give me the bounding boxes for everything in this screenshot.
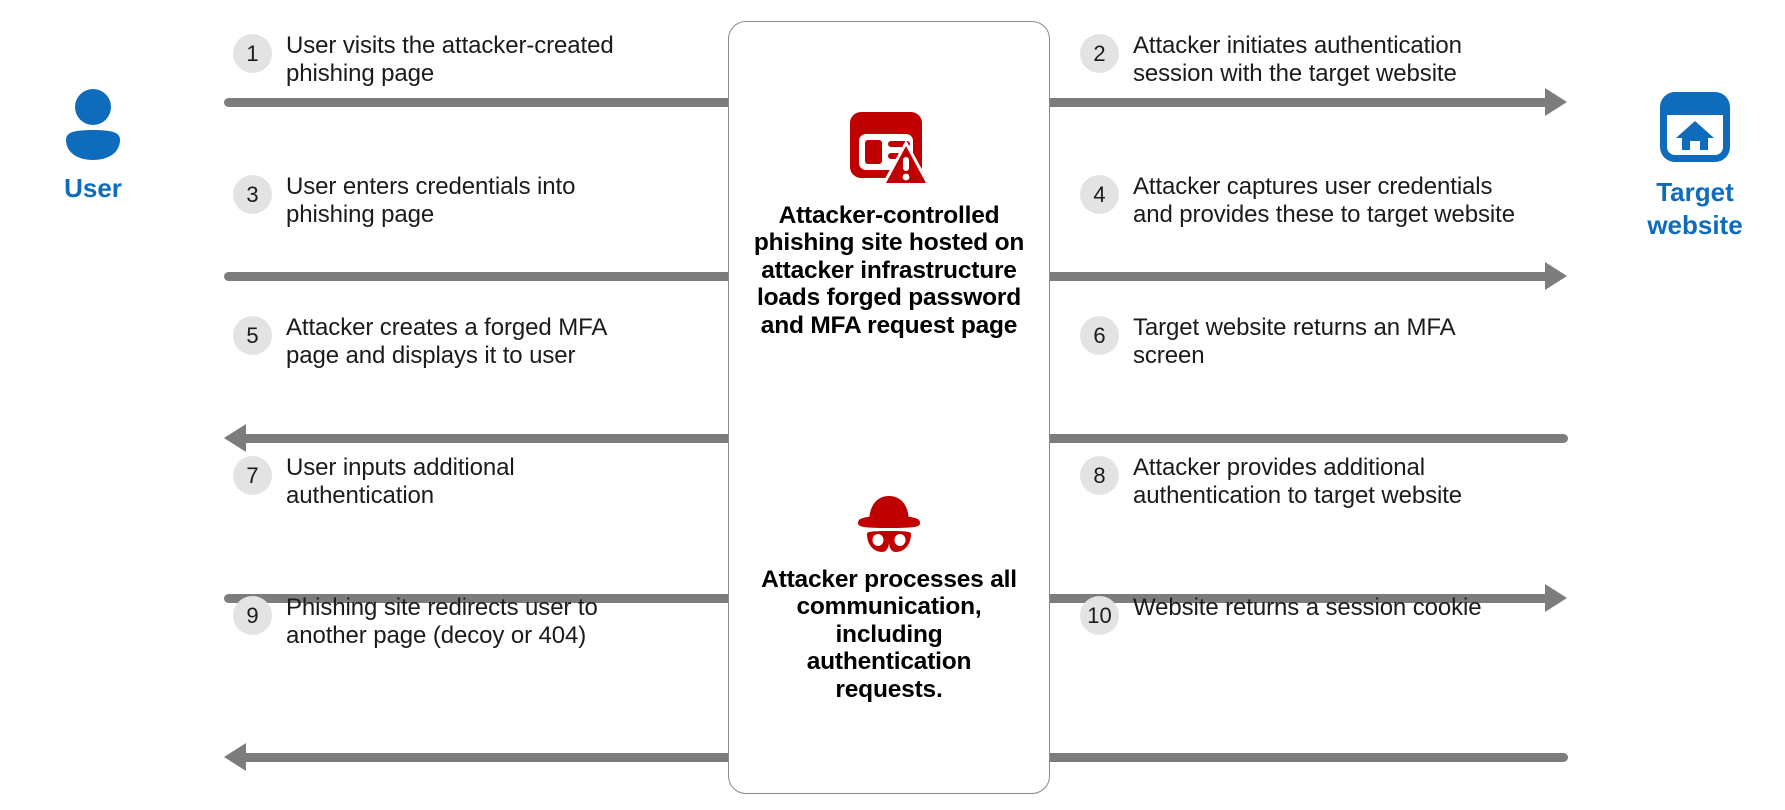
step-10: 10 Website returns a session cookie: [1080, 594, 1510, 635]
step-4-text: Attacker captures user credentials and p…: [1133, 173, 1515, 229]
step-7-badge: 7: [233, 456, 272, 495]
step-9: 9 Phishing site redirects user to anothe…: [233, 594, 653, 651]
step-1: 1 User visits the attacker-created phish…: [233, 32, 653, 89]
center-block-phishing-site-text: Attacker-controlled phishing site hosted…: [753, 202, 1025, 339]
actor-user: User: [3, 88, 183, 205]
arrow-step-9-head: [224, 743, 246, 771]
arrow-step-8-head: [1545, 584, 1567, 612]
step-5: 5 Attacker creates a forged MFA page and…: [233, 314, 653, 371]
attacker-center-panel: Attacker-controlled phishing site hosted…: [728, 21, 1050, 794]
step-5-text: Attacker creates a forged MFA page and d…: [286, 314, 606, 370]
center-block-attacker-proxy-text: Attacker processes all communication, in…: [761, 566, 1017, 703]
actor-target-label: Target website: [1605, 176, 1785, 241]
step-1-text: User visits the attacker-created phishin…: [286, 32, 614, 88]
arrow-step-1: [224, 98, 734, 107]
step-2-text: Attacker initiates authentication sessio…: [1133, 32, 1462, 88]
step-6-text: Target website returns an MFA screen: [1133, 314, 1455, 370]
step-3-text: User enters credentials into phishing pa…: [286, 173, 576, 229]
arrow-step-2: [1044, 98, 1547, 107]
arrow-step-6: [1044, 434, 1568, 443]
arrow-step-3: [224, 272, 734, 281]
step-3: 3 User enters credentials into phishing …: [233, 173, 653, 230]
step-8-badge: 8: [1080, 456, 1119, 495]
arrow-step-8: [1044, 594, 1547, 603]
center-block-attacker-proxy: Attacker processes all communication, in…: [729, 492, 1049, 703]
arrow-step-10: [1044, 753, 1568, 762]
phishing-page-warning-icon: [850, 112, 931, 186]
actor-target-label-line2: website: [1647, 209, 1743, 240]
step-5-badge: 5: [233, 316, 272, 355]
browser-home-icon: [1660, 92, 1730, 162]
step-10-text: Website returns a session cookie: [1133, 594, 1482, 621]
arrow-step-2-head: [1545, 88, 1567, 116]
step-10-badge: 10: [1080, 596, 1119, 635]
step-7: 7 User inputs additional authentication: [233, 454, 653, 511]
arrow-step-5: [246, 434, 734, 443]
step-2: 2 Attacker initiates authentication sess…: [1080, 32, 1510, 89]
step-6: 6 Target website returns an MFA screen: [1080, 314, 1510, 371]
step-2-badge: 2: [1080, 34, 1119, 73]
hacker-hat-mask-icon: [858, 496, 920, 552]
arrow-step-7: [224, 594, 734, 603]
step-4: 4 Attacker captures user credentials and…: [1080, 173, 1530, 230]
step-3-badge: 3: [233, 175, 272, 214]
step-9-text: Phishing site redirects user to another …: [286, 594, 598, 650]
step-9-badge: 9: [233, 596, 272, 635]
center-block-phishing-site: Attacker-controlled phishing site hosted…: [729, 110, 1049, 339]
actor-target: Target website: [1605, 88, 1785, 241]
step-7-text: User inputs additional authentication: [286, 454, 515, 510]
step-8-text: Attacker provides additional authenticat…: [1133, 454, 1463, 510]
step-4-badge: 4: [1080, 175, 1119, 214]
person-icon: [66, 89, 120, 160]
arrow-step-9: [246, 753, 734, 762]
step-1-badge: 1: [233, 34, 272, 73]
arrow-step-5-head: [224, 424, 246, 452]
actor-user-label: User: [64, 173, 122, 203]
step-8: 8 Attacker provides additional authentic…: [1080, 454, 1510, 511]
arrow-step-4-head: [1545, 262, 1567, 290]
actor-target-label-line1: Target: [1656, 177, 1734, 207]
step-6-badge: 6: [1080, 316, 1119, 355]
arrow-step-4: [1044, 272, 1547, 281]
